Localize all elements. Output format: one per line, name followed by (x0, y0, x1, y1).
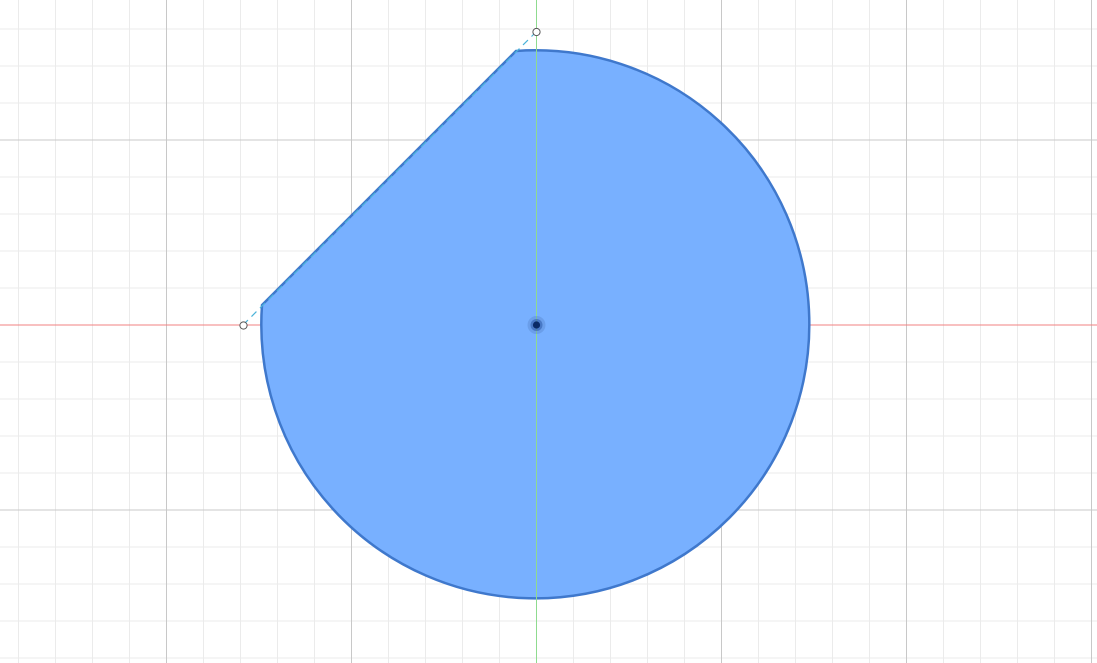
hollow-circle-point-icon[interactable] (532, 27, 541, 37)
origin-point-icon[interactable] (527, 316, 546, 334)
chamfer-construction-line[interactable] (242, 31, 537, 326)
hollow-circle-point-icon[interactable] (239, 321, 248, 330)
